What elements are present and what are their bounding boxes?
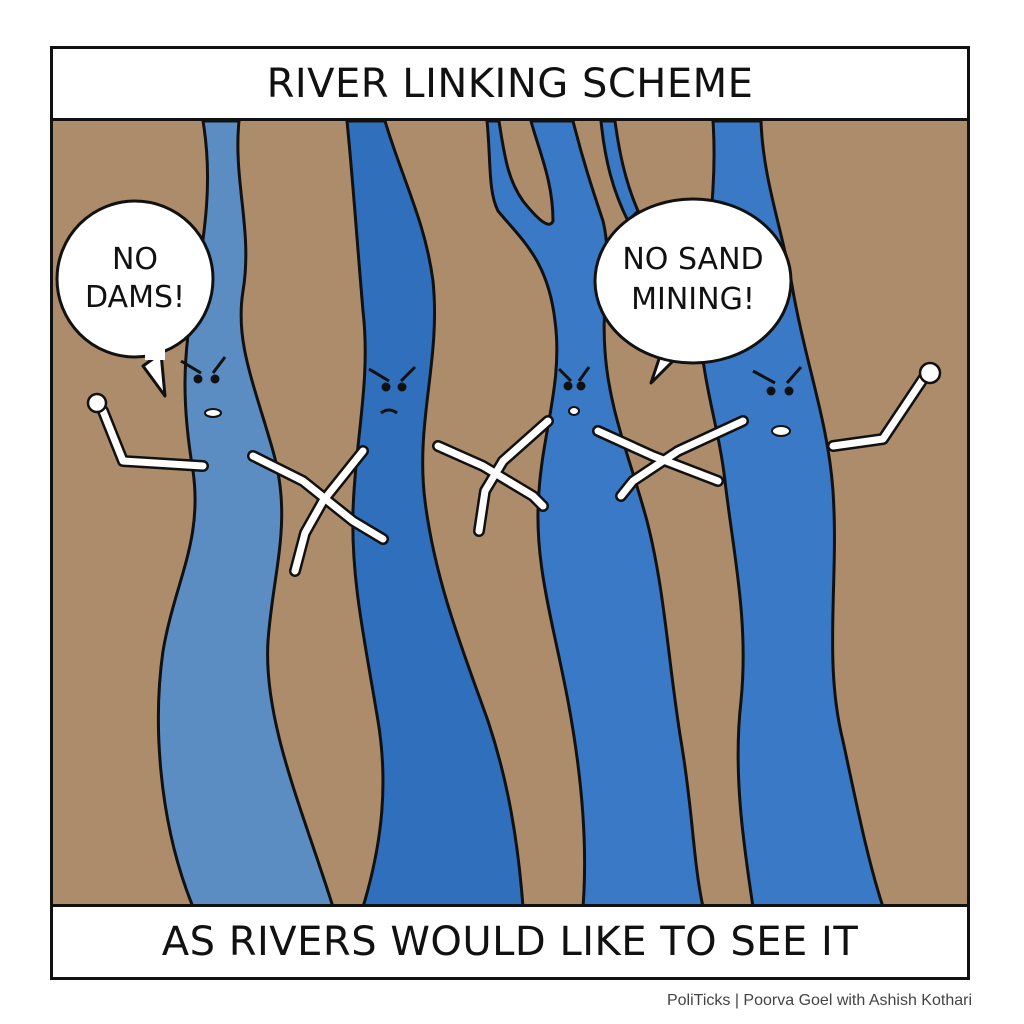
comic-title: RIVER LINKING SCHEME: [53, 49, 967, 121]
river-1-face: [180, 356, 227, 418]
comic-panel: RIVER LINKING SCHEME: [50, 46, 970, 980]
speech-bubble-no-dams: NO DAMS!: [55, 199, 215, 398]
river-2-face: [368, 365, 417, 415]
speech-bubble-1-line-2: DAMS!: [85, 280, 185, 315]
river-3-face: [557, 366, 591, 416]
river-illustration: NO DAMS! NO SAND MINING!: [53, 121, 967, 907]
linked-arms: [86, 361, 942, 577]
river-scene: NO DAMS! NO SAND MINING!: [53, 121, 967, 907]
river-3: [485, 121, 705, 907]
river-4-face: [752, 366, 803, 437]
speech-bubble-2-line-2: MINING!: [631, 282, 755, 317]
speech-bubble-no-sand-mining: NO SAND MINING!: [593, 197, 793, 385]
speech-bubble-2-line-1: NO SAND: [622, 242, 763, 277]
comic-caption: AS RIVERS WOULD LIKE TO SEE IT: [53, 904, 967, 977]
credit-line: PoliTicks | Poorva Goel with Ashish Koth…: [666, 992, 972, 1009]
speech-bubble-1-line-1: NO: [112, 242, 158, 277]
